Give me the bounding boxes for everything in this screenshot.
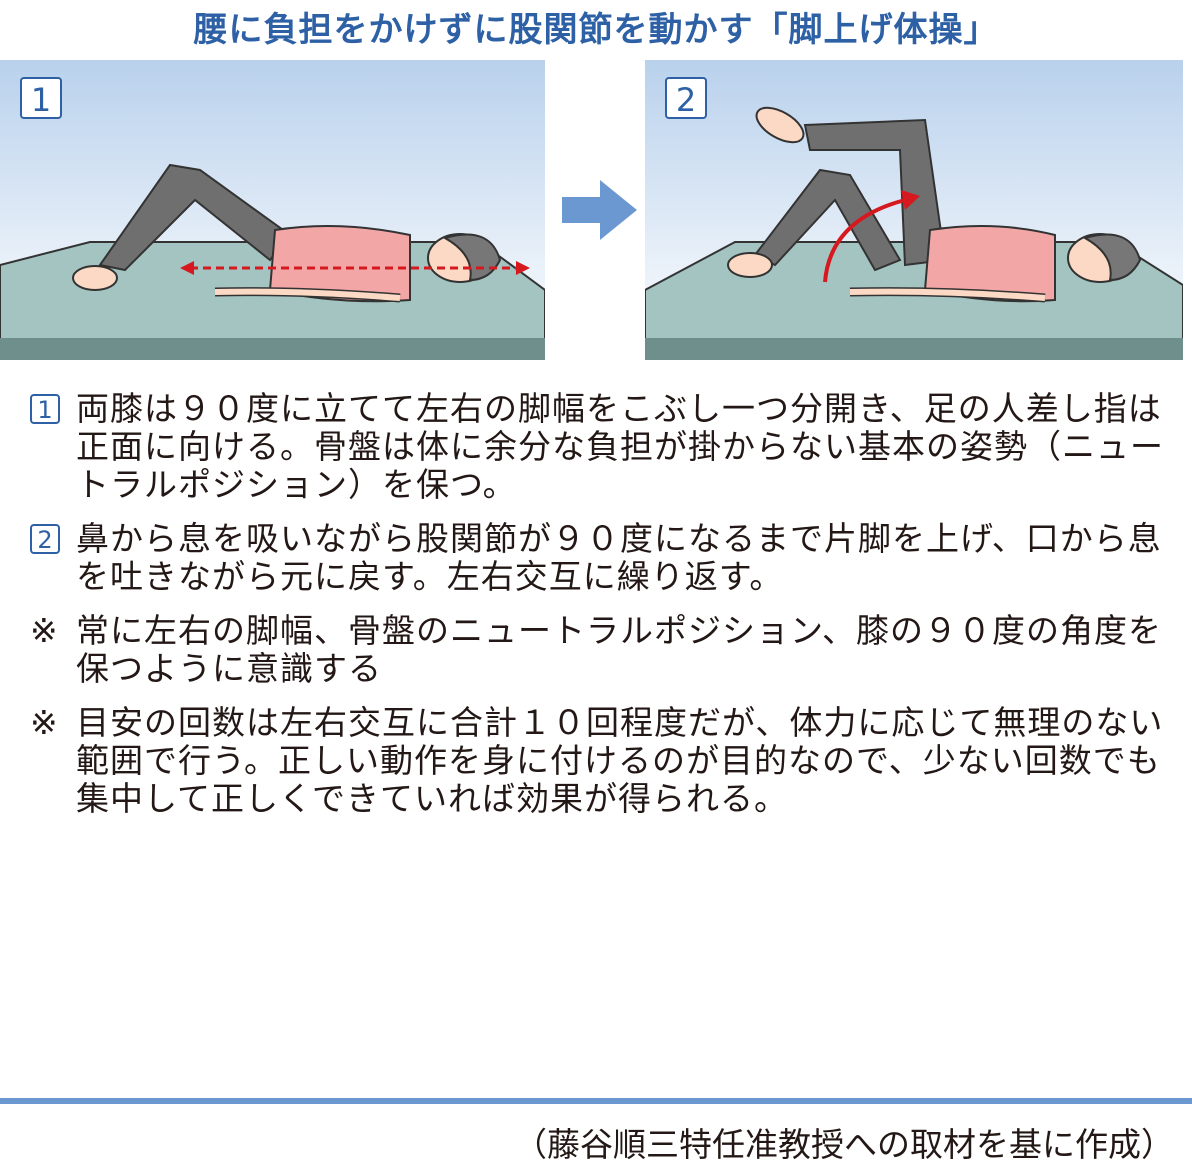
instruction-step-2-text: 鼻から息を吸いながら股関節が９０度になるまで片脚を上げ、口から息を吐きながら元に…: [76, 519, 1162, 596]
next-step-arrow-icon: [562, 180, 637, 244]
note-1-text: 常に左右の脚幅、骨盤のニュートラルポジション、膝の９０度の角度を保つように意識す…: [76, 611, 1163, 688]
source-credit: （藤谷順三特任准教授への取材を基に作成）: [514, 1125, 1174, 1164]
person-lying-knees-bent: [72, 163, 530, 303]
instruction-step-2-badge: 2: [30, 524, 60, 554]
note-1: ※ 常に左右の脚幅、骨盤のニュートラルポジション、膝の９０度の角度を保つように意…: [30, 612, 1180, 688]
note-2-mark: ※: [30, 703, 58, 742]
note-2: ※ 目安の回数は左右交互に合計１０回程度だが、体力に応じて無理のない範囲で行う。…: [30, 704, 1180, 818]
instruction-step-1: 1 両膝は９０度に立てて左右の脚幅をこぶし一つ分開き、足の人差し指は正面に向ける…: [30, 390, 1180, 504]
instruction-step-1-badge: 1: [30, 394, 60, 424]
page-title: 腰に負担をかけずに股関節を動かす「脚上げ体操」: [193, 10, 999, 50]
note-1-mark: ※: [30, 611, 58, 650]
note-2-text: 目安の回数は左右交互に合計１０回程度だが、体力に応じて無理のない範囲で行う。正し…: [76, 703, 1164, 818]
instructions: 1 両膝は９０度に立てて左右の脚幅をこぶし一つ分開き、足の人差し指は正面に向ける…: [30, 390, 1180, 834]
step-1-badge: 1: [20, 77, 62, 119]
person-lying-leg-raised: [727, 106, 1142, 303]
illustration-step-1: 1: [0, 60, 545, 360]
instruction-step-1-text: 両膝は９０度に立てて左右の脚幅をこぶし一つ分開き、足の人差し指は正面に向ける。骨…: [76, 389, 1164, 504]
step-2-badge: 2: [665, 77, 707, 119]
illustration-step-2: 2: [645, 60, 1183, 360]
footer-divider: [0, 1098, 1192, 1104]
instruction-step-2: 2 鼻から息を吸いながら股関節が９０度になるまで片脚を上げ、口から息を吐きながら…: [30, 520, 1180, 596]
